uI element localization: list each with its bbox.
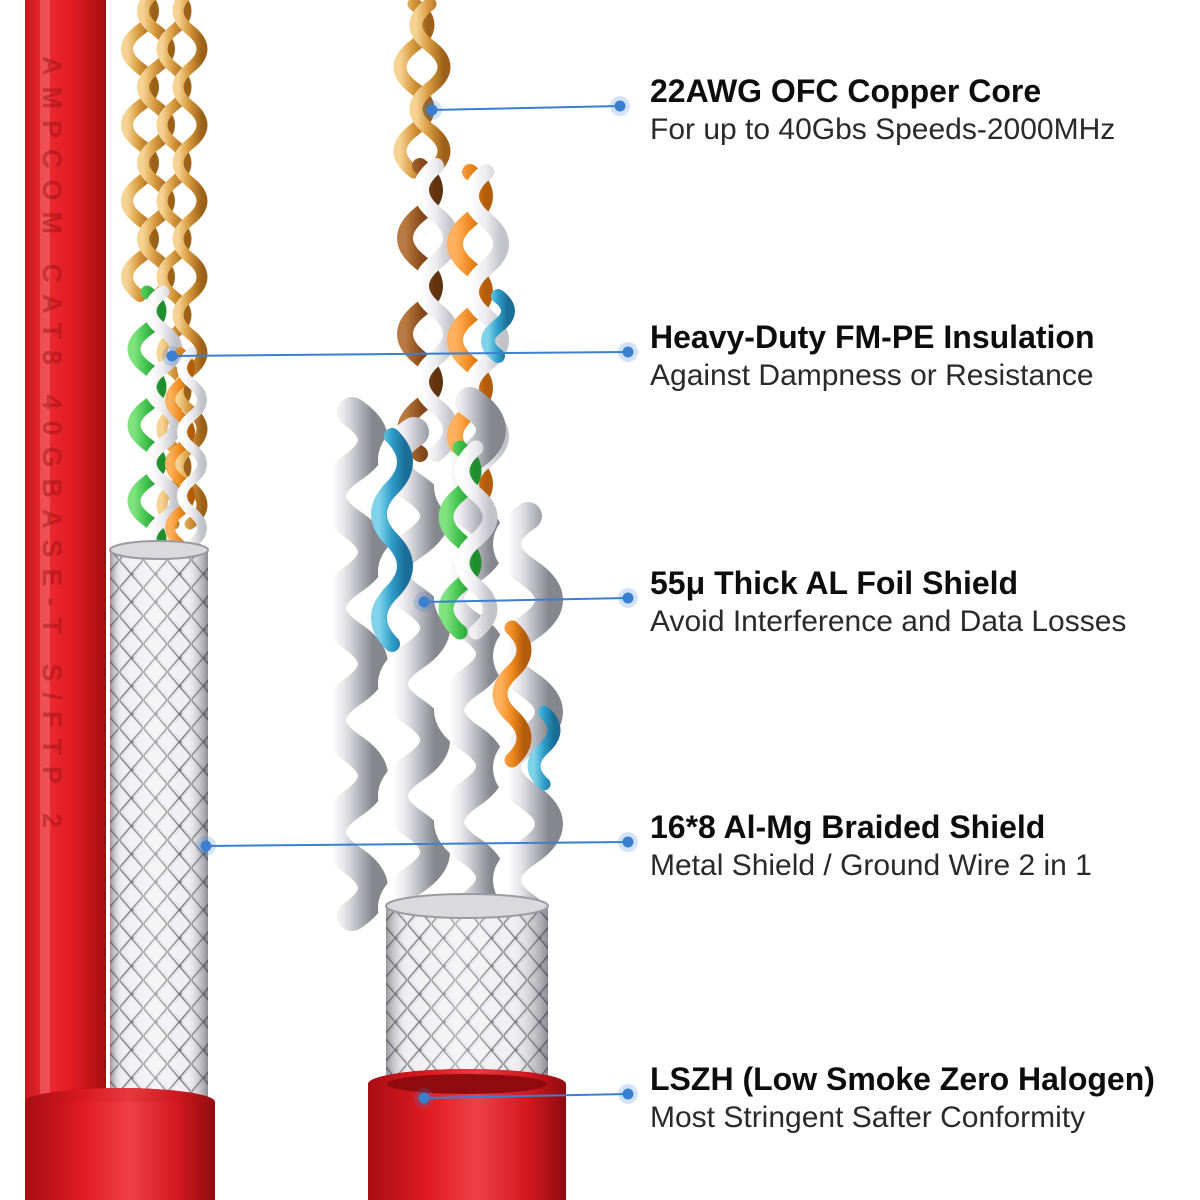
callout-title-lszh-jacket: LSZH (Low Smoke Zero Halogen) [650, 1061, 1155, 1097]
leader-dot-cable-copper-core [426, 104, 438, 116]
leader-dot-cable-foil-shield [418, 596, 430, 608]
callout-copper-core: 22AWG OFC Copper Core For up to 40Gbs Sp… [650, 72, 1115, 148]
leader-dot-text-braided-shield [622, 836, 634, 848]
leader-dot-text-insulation [622, 346, 634, 358]
callout-insulation: Heavy-Duty FM-PE Insulation Against Damp… [650, 318, 1095, 394]
right-blue-wire-lower [527, 705, 561, 791]
right-blue-wire-upper [481, 289, 515, 363]
callout-foil-shield: 55μ Thick AL Foil Shield Avoid Interfere… [650, 564, 1126, 640]
right-braided-shield [385, 893, 549, 1088]
left-braided-shield [109, 540, 209, 1102]
leader-line-foil-shield [423, 597, 629, 603]
right-jacket-cuff [368, 1069, 566, 1200]
callout-subtitle-braided-shield: Metal Shield / Ground Wire 2 in 1 [650, 849, 1092, 882]
leader-dot-cable-lszh-jacket [418, 1092, 430, 1104]
leader-line-insulation [171, 351, 629, 357]
left-cable-jacket [25, 0, 106, 1200]
right-copper-pair [393, 0, 451, 179]
right-orange-wire-lower [492, 620, 532, 768]
leader-dot-text-foil-shield [622, 592, 634, 604]
left-green-white-pair [127, 285, 183, 565]
callout-title-braided-shield: 16*8 Al-Mg Braided Shield [650, 809, 1046, 845]
callout-subtitle-lszh-jacket: Most Stringent Safter Conformity [650, 1101, 1086, 1134]
leader-line-copper-core [431, 105, 621, 111]
left-cable-illustration [25, 0, 215, 1200]
leader-dot-text-copper-core [614, 100, 626, 112]
leader-lines [162, 96, 638, 1108]
leader-line-braided-shield [205, 841, 629, 847]
callout-lszh-jacket: LSZH (Low Smoke Zero Halogen) Most Strin… [650, 1060, 1155, 1136]
callout-title-copper-core: 22AWG OFC Copper Core [650, 73, 1042, 109]
callout-title-insulation: Heavy-Duty FM-PE Insulation [650, 319, 1095, 355]
callout-braided-shield: 16*8 Al-Mg Braided Shield Metal Shield /… [650, 808, 1092, 884]
callout-title-foil-shield: 55μ Thick AL Foil Shield [650, 565, 1019, 601]
callout-subtitle-foil-shield: Avoid Interference and Data Losses [650, 605, 1127, 638]
right-cable-illustration [316, 0, 566, 1200]
right-green-white-pair [438, 440, 498, 640]
right-brown-white-pair [397, 158, 459, 462]
callout-subtitle-insulation: Against Dampness or Resistance [650, 359, 1094, 392]
callout-subtitle-copper-core: For up to 40Gbs Speeds-2000MHz [650, 113, 1116, 146]
leader-dot-text-lszh-jacket [622, 1088, 634, 1100]
left-jacket-cuff [25, 1088, 215, 1200]
leader-dot-cable-braided-shield [200, 840, 212, 852]
left-orange-white-pair [165, 347, 207, 549]
leader-line-lszh-jacket [423, 1093, 629, 1099]
leader-dot-cable-insulation [166, 350, 178, 362]
right-blue-wire-mid [371, 428, 413, 652]
